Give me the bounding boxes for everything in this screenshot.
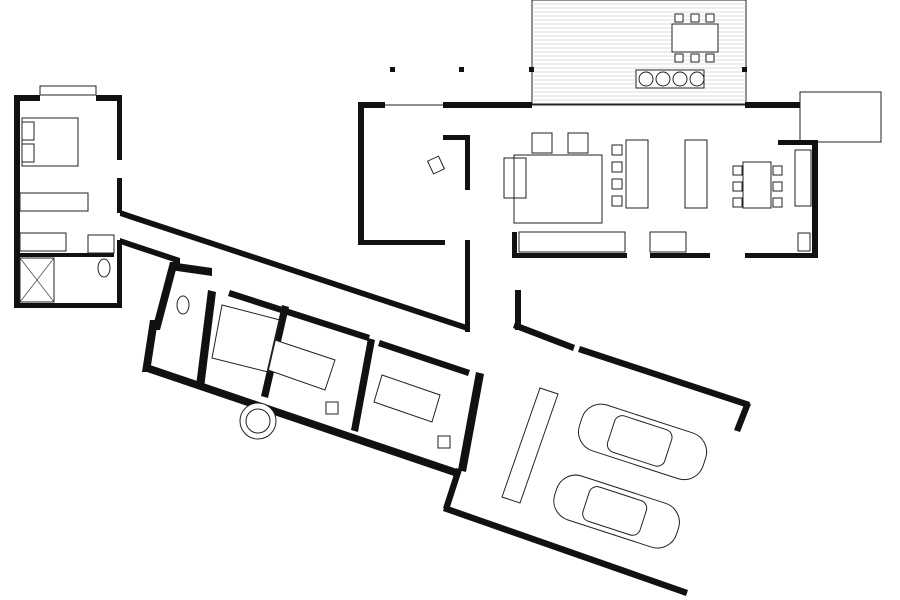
deck-lounge-chairs	[635, 69, 705, 89]
bed-2	[267, 339, 336, 391]
toilet-2	[176, 295, 190, 315]
rug	[513, 154, 603, 224]
kitchen-counter	[684, 139, 708, 209]
deck-chairs	[674, 13, 715, 63]
posts	[390, 67, 747, 72]
deck-dining-table	[671, 23, 719, 53]
car-1	[578, 403, 708, 481]
master-suite	[14, 85, 122, 308]
living-wing	[358, 102, 818, 332]
bed	[21, 117, 79, 167]
patio	[799, 91, 882, 143]
kitchen-island	[625, 139, 649, 209]
deck	[531, 0, 747, 105]
round-table	[239, 402, 277, 440]
garage-bench	[501, 387, 559, 504]
wardrobe	[19, 192, 89, 212]
garage	[443, 290, 751, 596]
sofa	[503, 157, 527, 199]
bathroom-tiles	[211, 304, 281, 373]
dining-table	[742, 161, 772, 209]
shower	[19, 257, 55, 303]
toilet	[97, 258, 111, 278]
car-2	[553, 474, 680, 549]
bed-3	[373, 374, 441, 423]
bedroom-wing	[120, 210, 484, 477]
